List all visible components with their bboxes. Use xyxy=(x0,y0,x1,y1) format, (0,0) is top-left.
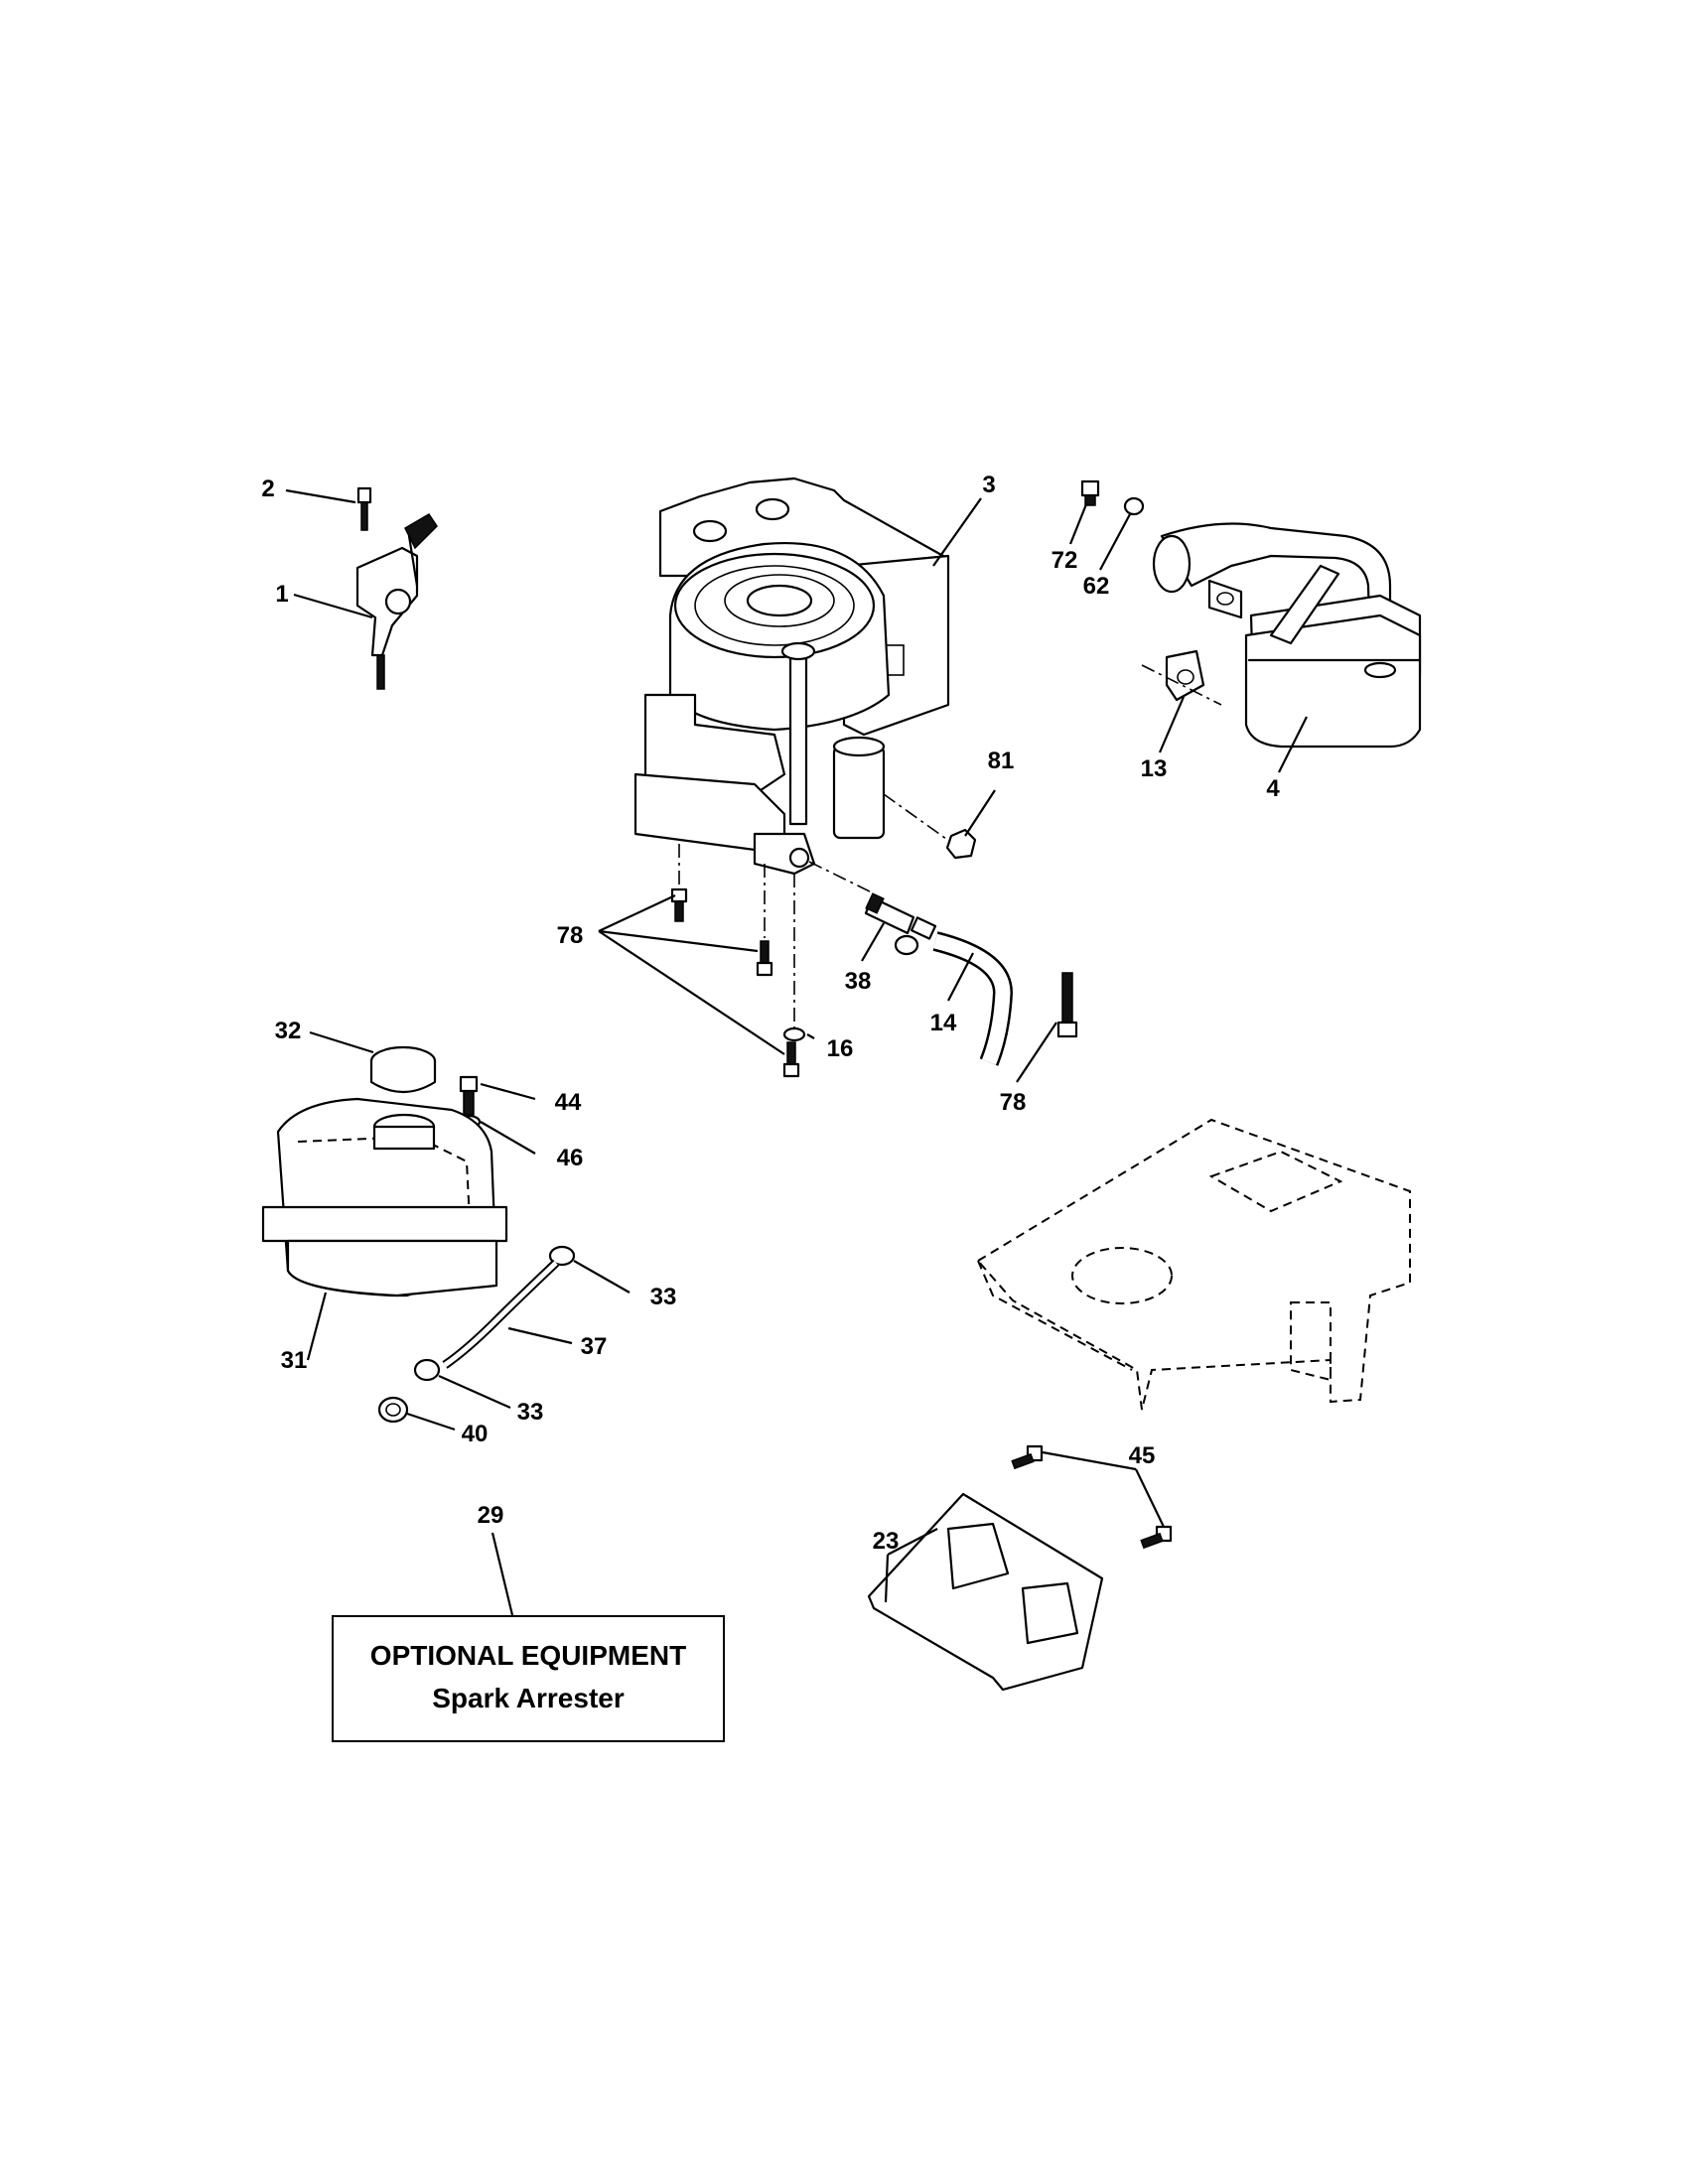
washer xyxy=(782,1026,806,1042)
part-label-31: 31 xyxy=(281,1347,308,1374)
part-label-14: 14 xyxy=(930,1010,957,1036)
optional-equipment-box: OPTIONAL EQUIPMENT Spark Arrester xyxy=(332,1615,725,1742)
part-label-32: 32 xyxy=(275,1018,302,1044)
heat-shield-assembly xyxy=(867,1444,1173,1692)
nut xyxy=(945,828,977,860)
centerline xyxy=(883,793,954,845)
part-label-37: 37 xyxy=(581,1333,608,1360)
engine xyxy=(633,477,950,876)
chassis-frame xyxy=(976,1118,1411,1411)
part-label-16: 16 xyxy=(827,1035,854,1062)
part-label-4: 4 xyxy=(1266,775,1280,802)
engine-bolt xyxy=(670,887,688,922)
throttle-control-assembly xyxy=(355,486,438,690)
part-label-3: 3 xyxy=(982,472,995,498)
part-label-2: 2 xyxy=(261,476,274,502)
part-label-23: 23 xyxy=(873,1528,900,1555)
engine-bolt xyxy=(782,1041,800,1078)
part-label-62: 62 xyxy=(1083,573,1110,600)
part-label-13: 13 xyxy=(1141,755,1168,782)
part-label-33: 33 xyxy=(517,1399,544,1426)
spark-arrester-label: Spark Arrester xyxy=(432,1683,625,1713)
fuel-tank-assembly xyxy=(261,1045,576,1424)
part-label-46: 46 xyxy=(557,1145,584,1171)
part-label-45: 45 xyxy=(1129,1442,1156,1469)
part-label-38: 38 xyxy=(845,968,872,995)
part-label-81: 81 xyxy=(988,748,1015,774)
part-label-29: 29 xyxy=(478,1502,504,1529)
part-label-78: 78 xyxy=(557,922,584,949)
optional-equipment-title: OPTIONAL EQUIPMENT xyxy=(369,1640,687,1671)
centerline xyxy=(808,861,875,894)
muffler-assembly xyxy=(1080,479,1422,749)
part-label-40: 40 xyxy=(462,1421,489,1447)
engine-bolt xyxy=(756,940,773,977)
part-label-44: 44 xyxy=(555,1089,582,1116)
part-label-72: 72 xyxy=(1052,547,1078,574)
fuel-shutoff-valve xyxy=(864,892,937,956)
part-label-1: 1 xyxy=(275,581,288,608)
part-label-78: 78 xyxy=(1000,1089,1027,1116)
part-label-33: 33 xyxy=(650,1284,677,1310)
engine-bolt xyxy=(1056,972,1078,1038)
